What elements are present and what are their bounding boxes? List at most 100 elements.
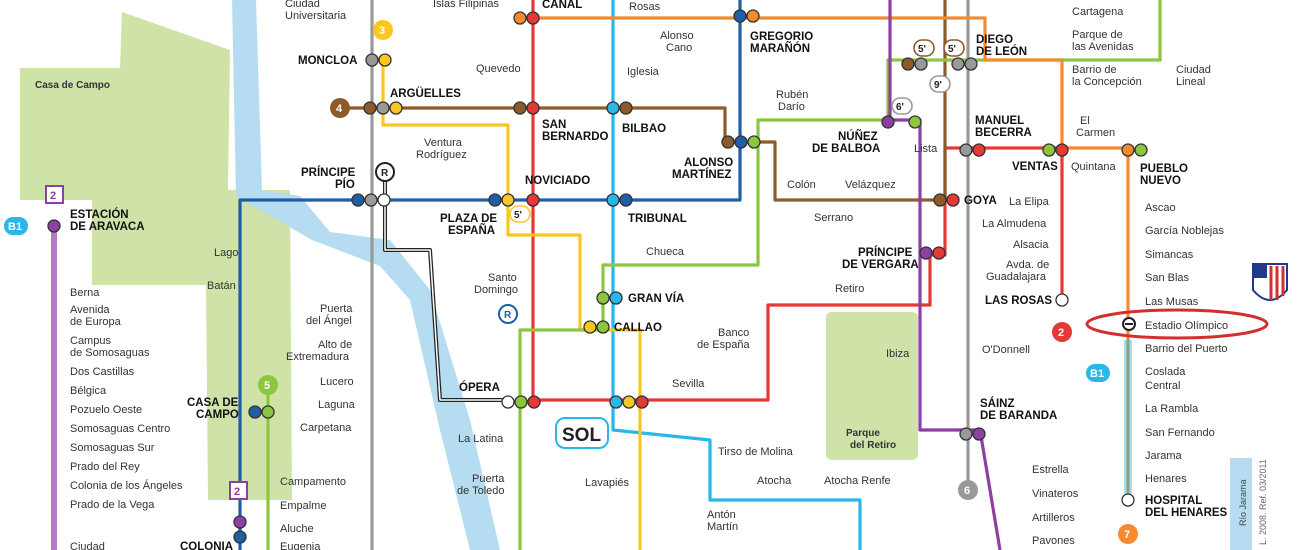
station-garcia-noblejas[interactable]: García Noblejas [1145,225,1224,237]
node-las-rosas[interactable] [1056,294,1068,306]
station-somosaguas-centro[interactable]: Somosaguas Centro [70,423,170,435]
node-canal-b[interactable] [527,12,539,24]
node-arguelles-a[interactable] [364,102,376,114]
node-alonso-martinez-a[interactable] [722,136,734,148]
station-coslada-1[interactable]: Coslada [1145,366,1186,378]
node-arguelles-c[interactable] [390,102,402,114]
station-las-musas[interactable]: Las Musas [1145,296,1199,308]
node-principe-pio-c[interactable] [378,194,390,206]
station-puerta-toledo-1[interactable]: Puerta [472,473,505,485]
station-pueblo-nuevo-2[interactable]: NUEVO [1140,175,1181,187]
node-alonso-martinez-b[interactable] [735,136,747,148]
node-colonia-b[interactable] [234,531,246,543]
station-sevilla[interactable]: Sevilla [672,378,705,390]
station-estrella[interactable]: Estrella [1032,464,1070,476]
node-nunez-balboa-a[interactable] [882,116,894,128]
station-batan[interactable]: Batán [207,280,236,292]
station-empalme[interactable]: Empalme [280,500,326,512]
station-colon[interactable]: Colón [787,179,816,191]
node-san-bernardo-b[interactable] [527,102,539,114]
node-bilbao-a[interactable] [607,102,619,114]
node-opera-a[interactable] [502,396,514,408]
station-gregorio-maranon-2[interactable]: MARAÑÓN [750,42,810,55]
station-ruben-dario-2[interactable]: Darío [778,101,805,113]
station-prado-del-rey[interactable]: Prado del Rey [70,461,140,473]
node-diego-leon-d[interactable] [965,58,977,70]
station-principe-vergara-1[interactable]: PRÍNCIPE [858,246,913,259]
station-principe-vergara-2[interactable]: DE VERGARA [842,259,919,271]
station-avda-guadalajara-2[interactable]: Guadalajara [986,271,1047,283]
node-hospital-henares[interactable] [1122,494,1134,506]
node-sainz-baranda-a[interactable] [960,428,972,440]
station-lavapies[interactable]: Lavapiés [585,477,630,489]
station-barrio-puerto[interactable]: Barrio del Puerto [1145,343,1228,355]
station-manuel-becerra-2[interactable]: BECERRA [975,127,1032,139]
station-sainz-baranda-2[interactable]: DE BARANDA [980,410,1057,422]
node-gran-via-a[interactable] [597,292,609,304]
station-san-blas[interactable]: San Blas [1145,272,1190,284]
node-principe-pio-b[interactable] [365,194,377,206]
node-gregorio-b[interactable] [747,10,759,22]
station-barrio-concepcion-2[interactable]: la Concepción [1072,76,1142,88]
station-san-bernardo-2[interactable]: BERNARDO [542,131,609,143]
station-barrio-concepcion-1[interactable]: Barrio de [1072,64,1117,76]
station-carpetana[interactable]: Carpetana [300,422,352,434]
node-sainz-baranda-b[interactable] [973,428,985,440]
station-diego-leon-1[interactable]: DIEGO [976,34,1013,46]
node-nunez-balboa-b[interactable] [909,116,921,128]
node-pueblo-nuevo-b[interactable] [1135,144,1147,156]
station-el-carmen-2[interactable]: Carmen [1076,127,1115,139]
node-opera-b[interactable] [515,396,527,408]
station-gran-via[interactable]: GRAN VÍA [628,292,684,305]
station-quevedo[interactable]: Quevedo [476,63,521,75]
station-atocha[interactable]: Atocha [757,475,792,487]
station-islas-filipinas[interactable]: Islas Filipinas [433,0,500,10]
station-avda-guadalajara-1[interactable]: Avda. de [1006,259,1049,271]
station-plaza-espana-1[interactable]: PLAZA DE [440,213,497,225]
station-sainz-baranda-1[interactable]: SÁINZ [980,397,1015,410]
station-santo-domingo-2[interactable]: Domingo [474,284,518,296]
station-quintana[interactable]: Quintana [1071,161,1117,173]
station-velazquez[interactable]: Velázquez [845,179,896,191]
station-rosas[interactable]: Rosas [629,1,661,13]
station-la-elipa[interactable]: La Elipa [1009,196,1050,208]
node-opera-c[interactable] [528,396,540,408]
node-noviciado-a[interactable] [527,194,539,206]
station-campus-2[interactable]: de Somosaguas [70,347,150,359]
station-berna[interactable]: Berna [70,287,100,299]
station-manuel-becerra-1[interactable]: MANUEL [975,115,1024,127]
station-banco-espana-1[interactable]: Banco [718,327,749,339]
station-ventura-rodriguez-1[interactable]: Ventura [424,137,463,149]
node-san-bernardo-a[interactable] [514,102,526,114]
station-ciudad-universitaria-2[interactable]: Universitaria [285,10,347,22]
station-casa-de-campo-1[interactable]: CASA DE [187,397,239,409]
node-plaza-espana-b[interactable] [502,194,514,206]
station-canal[interactable]: CANAL [542,0,582,11]
node-colonia-a[interactable] [234,516,246,528]
station-principe-pio-2[interactable]: PÍO [335,178,355,191]
station-ascao[interactable]: Ascao [1145,202,1176,214]
node-principe-vergara-a[interactable] [920,247,932,259]
node-sol-a[interactable] [610,396,622,408]
station-estacion-aravaca-2[interactable]: DE ARAVACA [70,221,145,233]
node-principe-vergara-b[interactable] [933,247,945,259]
station-anton-martin-1[interactable]: Antón [707,509,736,521]
station-opera[interactable]: ÓPERA [459,381,500,394]
node-alonso-martinez-c[interactable] [748,136,760,148]
station-lista[interactable]: Lista [914,143,938,155]
station-tribunal[interactable]: TRIBUNAL [628,213,687,225]
station-hospital-henares-2[interactable]: DEL HENARES [1145,507,1228,519]
node-manuel-becerra-b[interactable] [973,144,985,156]
node-ventas-a[interactable] [1043,144,1055,156]
node-moncloa-b[interactable] [379,54,391,66]
node-casa-campo-a[interactable] [249,406,261,418]
node-manuel-becerra-a[interactable] [960,144,972,156]
station-ibiza[interactable]: Ibiza [886,348,910,360]
station-santo-domingo-1[interactable]: Santo [488,272,517,284]
station-goya[interactable]: GOYA [964,195,997,207]
station-aluche[interactable]: Aluche [280,523,314,535]
station-moncloa[interactable]: MONCLOA [298,55,357,67]
station-gregorio-maranon-1[interactable]: GREGORIO [750,31,813,43]
station-colonia[interactable]: COLONIA [180,541,233,550]
station-laguna[interactable]: Laguna [318,399,356,411]
